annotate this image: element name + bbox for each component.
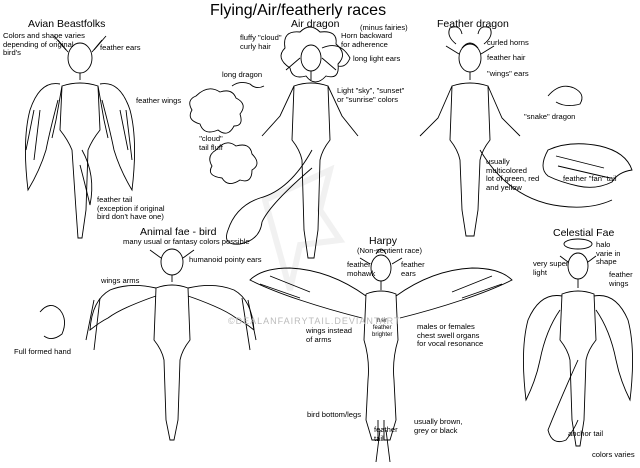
celestial-wings-note: feather wings <box>609 270 633 288</box>
avian-colors-note: Colors and shape varies depending of ori… <box>3 31 85 58</box>
animal-fae-wings-note: wings arms <box>101 276 140 285</box>
celestial-tail-note: anchor tail <box>568 429 604 438</box>
air-dragon-figure <box>189 26 359 259</box>
feather-dragon-tail-note: feather "fan" tail <box>563 174 617 183</box>
avian-wings-note: feather wings <box>136 96 182 105</box>
celestial-halo-note: halo varie in shape <box>596 240 621 267</box>
watermark-text: ©DEALANFAIRYTAIL.DEVIANTART <box>228 316 401 326</box>
harpy-subheading: (Non-sentient race) <box>357 246 422 255</box>
celestial-heading: Celestial Fae <box>553 227 615 239</box>
animal-fae-hand-note: Full formed hand <box>14 347 71 356</box>
avian-ears-note: feather ears <box>100 43 141 52</box>
celestial-fae-figure <box>522 238 634 447</box>
harpy-tail-note: feather tail <box>374 425 398 443</box>
page-title: Flying/Air/featherly races <box>210 2 387 19</box>
feather-dragon-heading: Feather dragon <box>437 18 509 30</box>
harpy-wings-note: wings instead of arms <box>306 326 353 344</box>
air-dragon-heading: Air dragon <box>291 18 340 30</box>
air-dragon-long-note: long dragon <box>222 70 263 79</box>
celestial-light-note: very super light <box>533 259 569 277</box>
harpy-colors-note: usually brown, grey or black <box>414 417 463 435</box>
air-dragon-colors-note: Light "sky", "sunset" or "sunrise" color… <box>337 86 405 104</box>
air-dragon-tail-note: "cloud" tail fluff <box>199 134 223 152</box>
air-dragon-horn-note: Horn backward for adherence <box>341 31 393 49</box>
harpy-heading: Harpy <box>369 235 398 247</box>
animal-fae-heading: Animal fae - bird <box>140 226 217 238</box>
celestial-colors-note: colors varies <box>592 450 635 459</box>
avian-tail-note: feather tail (exception if original bird… <box>97 195 165 222</box>
feather-dragon-hair-note: feather hair <box>487 53 526 62</box>
animal-fae-possible-note: many usual or fantasy colors possible <box>123 237 250 246</box>
harpy-ears-note: feather ears <box>401 260 425 278</box>
feather-dragon-ears-note: "wings" ears <box>487 69 529 78</box>
avian-beastfolk-figure <box>24 35 136 239</box>
air-dragon-ears-note: long light ears <box>353 54 401 63</box>
air-dragon-hair-note: fluffy "cloud" curly hair <box>240 33 282 51</box>
harpy-mohawk-note: feather mohawk <box>347 260 376 278</box>
page-subtitle: (minus fairies) <box>360 23 408 32</box>
harpy-hair-note: hair feather brighter <box>372 318 393 338</box>
avian-heading: Avian Beastfolks <box>28 18 106 30</box>
animal-fae-ears-note: humanoid pointy ears <box>189 255 262 264</box>
harpy-legs-note: bird bottom/legs <box>307 410 362 419</box>
harpy-organs-note: males or females chest swell organs for … <box>417 322 484 349</box>
animal-fae-bird-figure <box>39 248 257 441</box>
watermark-emblem <box>261 164 346 291</box>
harpy-figure <box>249 248 513 463</box>
feather-dragon-figure <box>419 26 633 237</box>
feather-dragon-colors-note: usually multicolored lot of green, red a… <box>486 157 540 193</box>
feather-dragon-snake-note: "snake" dragon <box>524 112 576 121</box>
feather-dragon-horns-note: curled horns <box>487 38 529 47</box>
